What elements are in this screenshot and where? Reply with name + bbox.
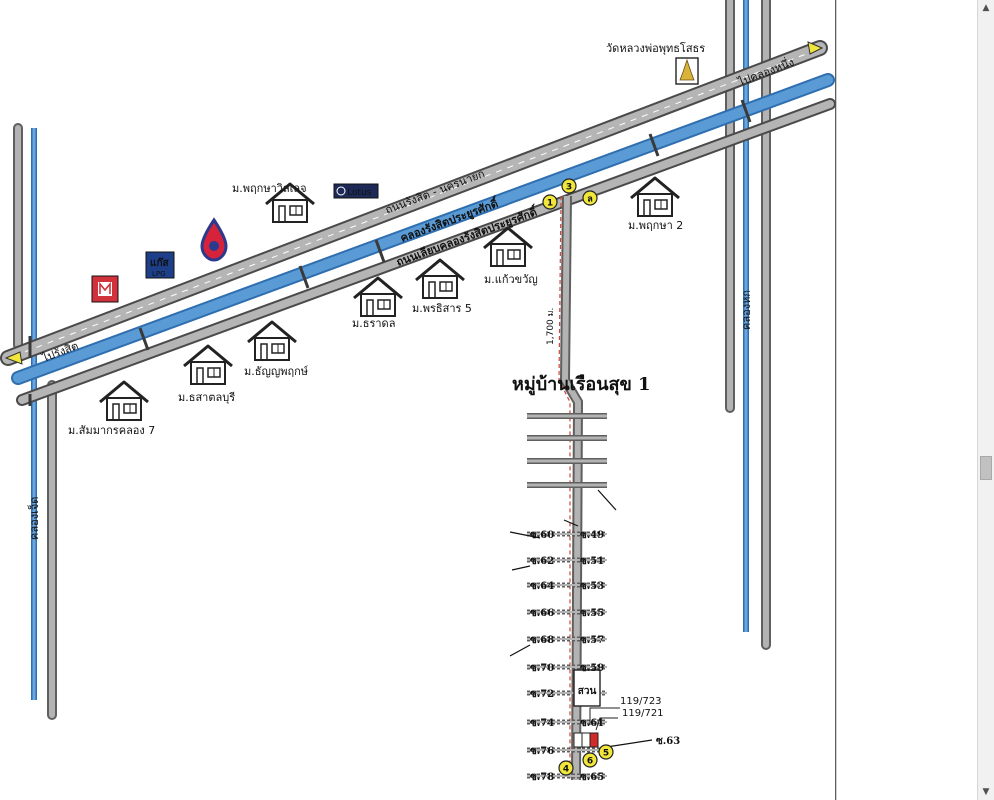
soi-label-left: ซ.72: [530, 689, 554, 700]
village-label-pruksa-village: ม.พฤกษาวิลเลจ: [232, 182, 307, 195]
target-house-cluster: [573, 707, 620, 748]
village-label-taradol: ม.ธราดล: [352, 317, 395, 330]
svg-text:6: 6: [587, 757, 593, 767]
soi-label-right: ซ.61: [580, 718, 604, 729]
route-marker-3: 3: [561, 178, 577, 194]
soi-label-left: ซ.66: [530, 608, 554, 619]
svg-text:4: 4: [563, 765, 569, 775]
house-icon: [483, 226, 533, 267]
soi-label-right: ซ.49: [580, 530, 604, 541]
scroll-thumb[interactable]: [980, 456, 992, 480]
lpg-sign-label: แก๊ส: [150, 257, 170, 269]
garden-plot: [573, 669, 601, 707]
lpg-sign-icon: แก๊ส LPG: [145, 251, 175, 279]
left-vertical-road-group: [13, 123, 57, 720]
soi-label-left: ซ.60: [530, 530, 554, 541]
arrow-west-icon: [4, 351, 23, 365]
arrow-east-icon: [807, 41, 824, 55]
route-marker-1: 1: [542, 194, 558, 210]
soi-label-left: ซ.76: [530, 746, 554, 757]
soi-label-right: ซ.63: [656, 736, 680, 747]
direction-arrows: [4, 41, 824, 365]
soi-label-left: ซ.64: [530, 581, 554, 592]
soi-label-left: ซ.78: [530, 772, 554, 783]
garden-label: สวน: [578, 686, 597, 697]
scroll-down-icon[interactable]: ▼: [982, 787, 990, 797]
address-119-723: 119/723: [620, 696, 662, 707]
temple-label: วัดหลวงพ่อพุทธโสธร: [606, 41, 705, 55]
house-icon: [353, 276, 403, 317]
route-marker-4: 4: [558, 760, 574, 776]
map-frame: สวน 119/723 119/721 1,700 ม. หมู่บ้านเรื…: [0, 0, 837, 800]
distance-label: 1,700 ม.: [546, 308, 556, 345]
village-label-sammakorn-7: ม.สัมมากรคลอง 7: [68, 424, 155, 437]
lpg-sign-sub: LPG: [152, 270, 166, 278]
lotus-logo-label: Lotus: [347, 188, 372, 198]
pointer-lines: [509, 489, 653, 749]
main-canal: [11, 73, 835, 385]
route-marker-2: ล: [582, 190, 598, 206]
right-blank-panel: [837, 0, 977, 800]
route-markers: 1 ล 3 4 56: [542, 178, 614, 776]
village-houses: [99, 176, 680, 421]
svg-text:ล: ล: [587, 195, 593, 205]
store-logo-icon: [91, 275, 119, 303]
soi-labels: ซ.60 ซ.62 ซ.64 ซ.66 ซ.68 ซ.70 ซ.72 ซ.74 ซ.76 ซ.78…: [530, 530, 680, 783]
house-icon: [265, 182, 315, 223]
house-icon: [630, 176, 680, 217]
soi-label-right: ซ.55: [580, 608, 604, 619]
house-icon: [247, 320, 297, 361]
canal-right-label: คลองหก: [740, 290, 753, 330]
village-label-kaew-kwan: ม.แก้วขวัญ: [484, 273, 538, 286]
soi-label-left: ซ.68: [530, 635, 554, 646]
soi-label-right: ซ.59: [580, 663, 604, 674]
village-title: หมู่บ้านเรือนสุข 1: [512, 374, 651, 396]
house-icon: [99, 380, 149, 421]
route-marker-6: 6: [582, 752, 598, 768]
vertical-scrollbar[interactable]: ▲ ▼: [977, 0, 994, 800]
location-map: สวน 119/723 119/721 1,700 ม. หมู่บ้านเรื…: [0, 0, 836, 800]
lotus-logo-icon: Lotus: [333, 183, 379, 199]
canal-left-label: คลองเจ็ด: [27, 497, 41, 540]
village-label-tanyapruksa: ม.ธัญญพฤกษ์: [244, 365, 308, 378]
gas-station-icon: [200, 217, 228, 262]
village-label-pornthisan-5: ม.พรธิสาร 5: [412, 302, 472, 315]
soi-label-left: ซ.62: [530, 556, 554, 567]
village-label-pruksa-2: ม.พฤกษา 2: [628, 219, 683, 232]
village-label-tasatalburi: ม.ธสาตลบุรี: [178, 391, 235, 404]
house-icon: [183, 344, 233, 385]
soi-label-right: ซ.57: [580, 635, 604, 646]
soi-label-right: ซ.65: [580, 772, 604, 783]
main-road: [0, 40, 828, 366]
scroll-up-icon[interactable]: ▲: [982, 3, 990, 13]
soi-label-right: ซ.53: [580, 581, 604, 592]
svg-text:1: 1: [547, 199, 553, 209]
village-street: [558, 195, 584, 781]
house-icon: [415, 258, 465, 299]
soi-label-left: ซ.70: [530, 663, 554, 674]
bridges: [28, 99, 752, 406]
soi-label-left: ซ.74: [530, 718, 554, 729]
svg-text:5: 5: [603, 749, 609, 759]
svg-text:3: 3: [566, 183, 572, 193]
route-marker-5: 5: [598, 744, 614, 760]
parallel-road: [16, 98, 836, 406]
temple-icon: [675, 57, 699, 85]
soi-label-right: ซ.51: [580, 556, 604, 567]
address-119-721: 119/721: [622, 708, 664, 719]
